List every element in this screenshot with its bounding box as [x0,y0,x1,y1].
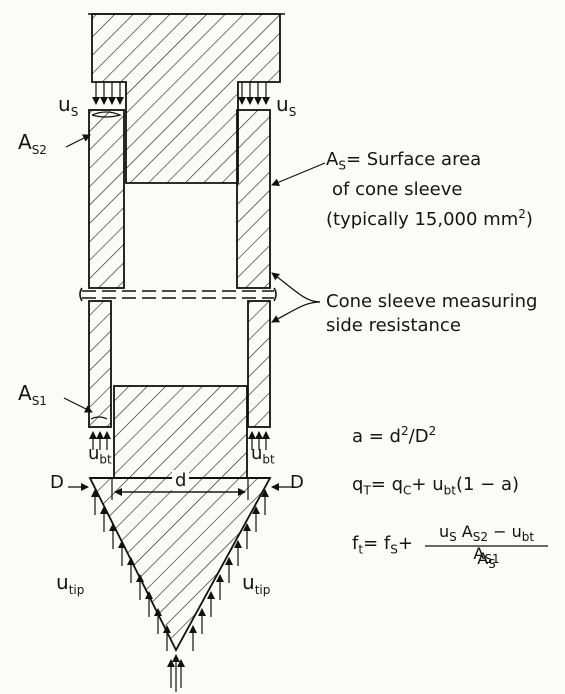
leader-lines [63,134,326,413]
us-right-arrows [238,82,270,105]
as1-label: AS1 [18,381,47,408]
as1-area-mark [90,416,108,420]
us-left-label: uS [58,92,79,119]
ubt-right-arrows [248,431,270,450]
left-sleeve-upper [88,109,125,289]
surface-area-line1: AS= Surface area [326,149,482,173]
utip-left-arrows [91,489,171,651]
cone-tip [88,477,272,652]
utip-right-arrows [189,489,269,651]
utip-left-label: utip [56,570,85,597]
us-right-label: uS [276,92,297,119]
right-sleeve-upper [236,109,271,289]
sleeve-note: Cone sleeve measuring side resistance [326,290,537,338]
surface-area-note: AS= Surface area of cone sleeve (typical… [326,148,533,232]
ubt-right-label: ubt [251,443,275,467]
surface-area-line2: of cone sleeve [332,178,463,200]
break-lines [79,287,277,302]
sleeve-note-line1: Cone sleeve measuring [326,291,538,312]
sleeve-note-line2: side resistance [326,315,461,336]
us-left-arrows [92,82,124,105]
D-left-label: D [50,472,64,493]
left-sleeve-lower [88,300,112,428]
utip-right-label: utip [242,570,271,597]
eq-area-ratio: a = d2/D2 [352,424,437,447]
ubt-left-arrows [89,431,111,450]
eq-ft-left: ft= fS+ [352,533,413,557]
eq-ft-numerator: uS AS2 − ubt AS1 [438,522,535,567]
eq-ft-denominator: AS [477,549,496,572]
d-inner-label: d [172,470,190,491]
cone-body [113,385,248,479]
D-right-label: D [290,472,304,493]
as2-area-mark [91,111,122,118]
eq-qt: qT= qC+ ubt(1 − a) [352,474,520,498]
right-sleeve-lower [247,300,271,428]
utip-bottom-arrows [167,654,185,692]
surface-area-line3: (typically 15,000 mm2) [326,206,533,230]
ubt-left-label: ubt [88,443,112,467]
as2-label: AS2 [18,130,47,157]
